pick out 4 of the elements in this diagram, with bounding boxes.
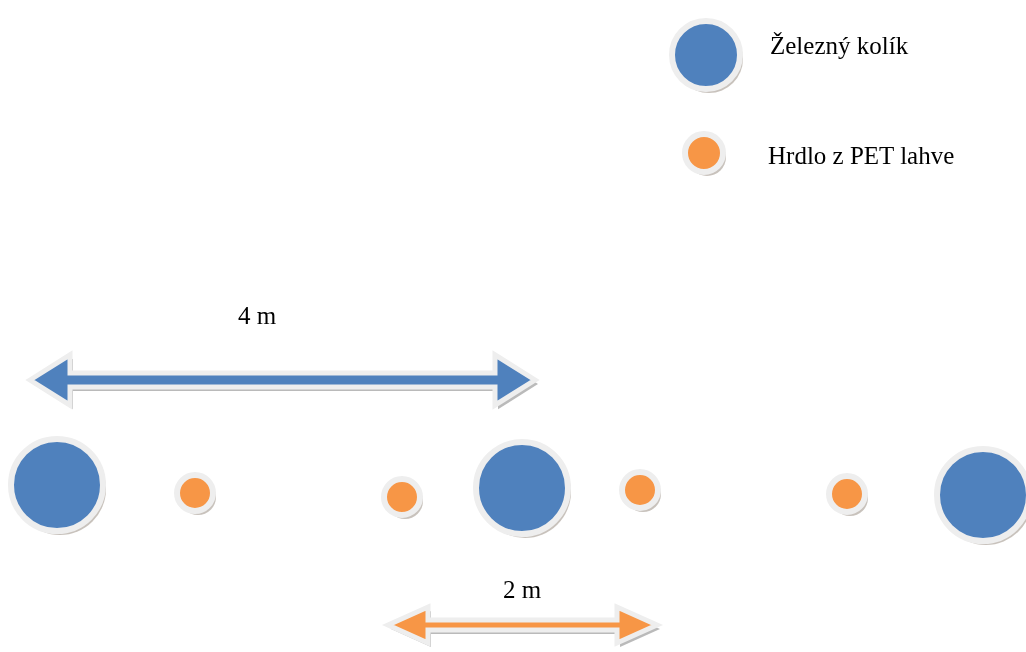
dimension-label: 2 m <box>503 577 542 602</box>
legend-label: Hrdlo z PET lahve <box>768 143 955 168</box>
dimension-label: 4 m <box>238 303 277 328</box>
legend-label: Železný kolík <box>770 33 909 58</box>
